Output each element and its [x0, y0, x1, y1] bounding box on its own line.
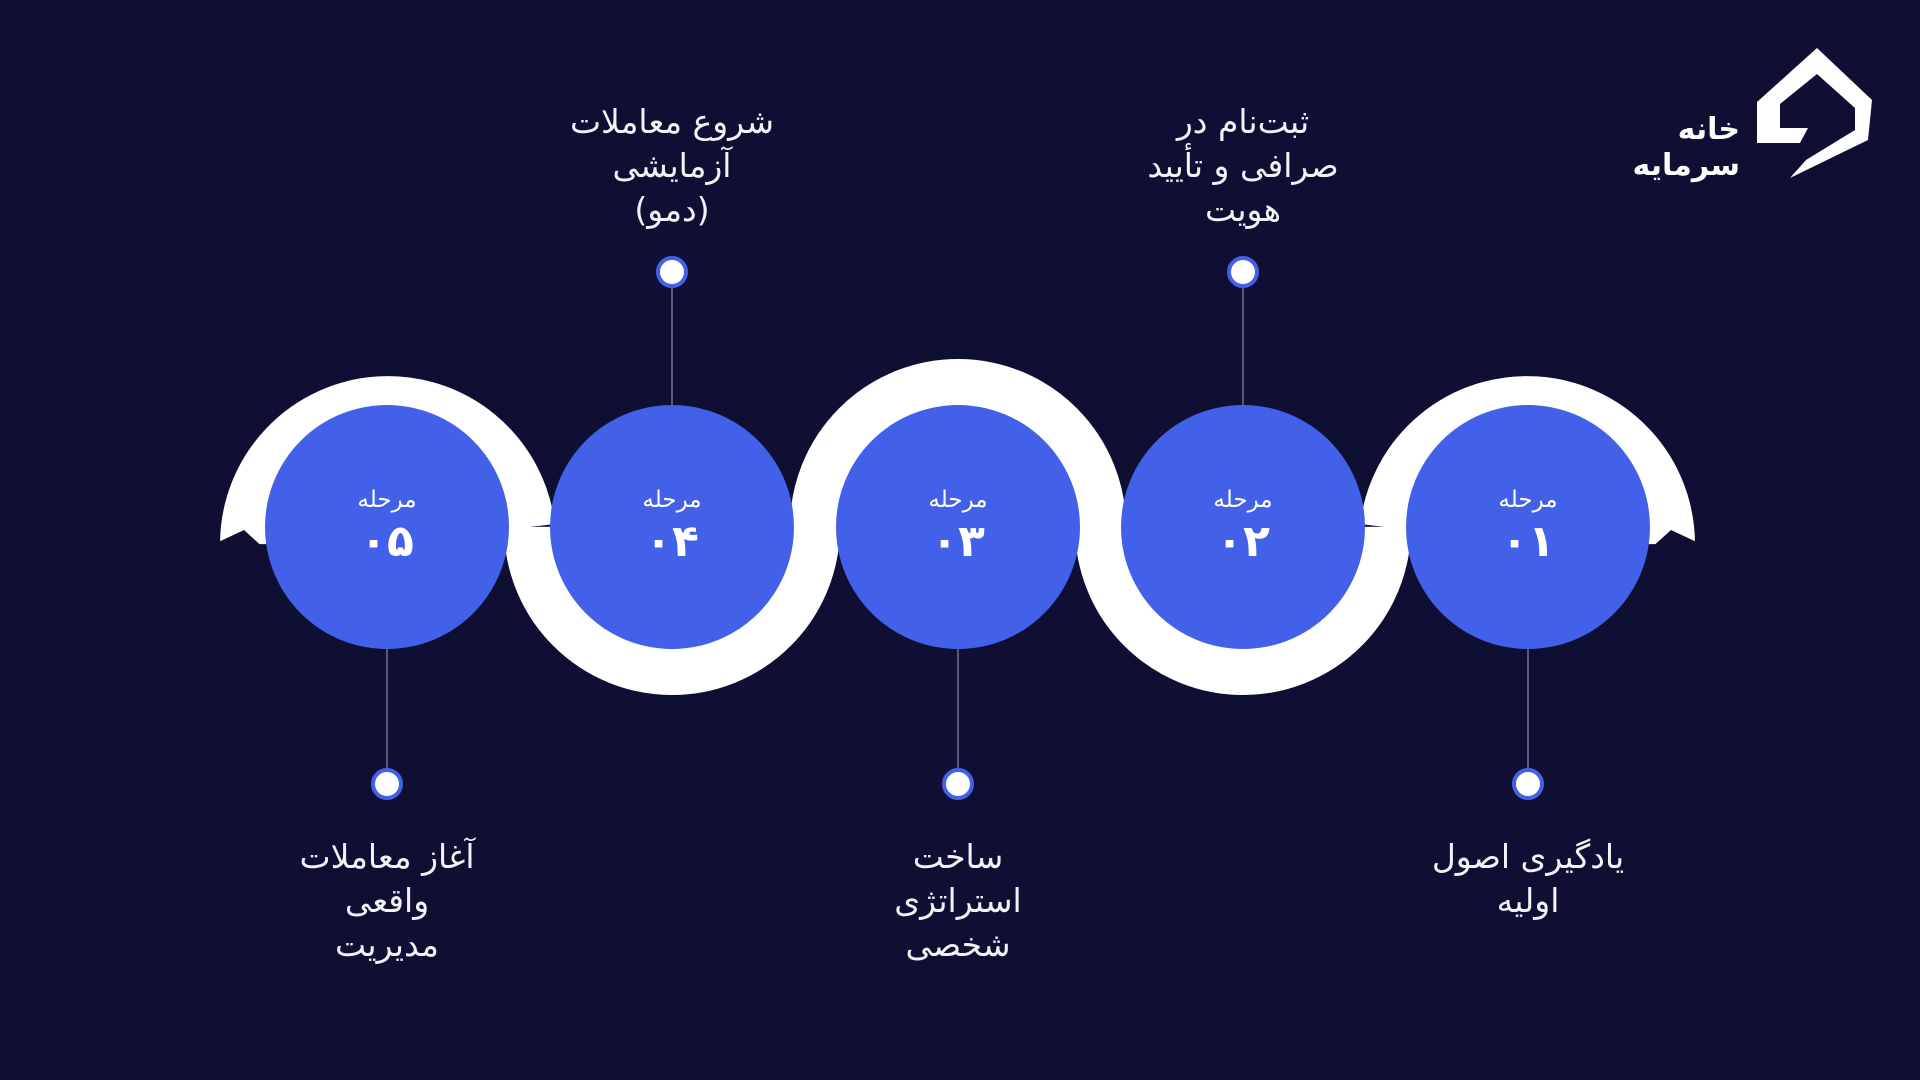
step-label: یادگیری اصول اولیه: [1378, 835, 1678, 923]
step-label-line: آزمایشی: [612, 146, 732, 185]
step-label: ساخت استراتژی شخصی: [808, 835, 1108, 967]
step-label-line: اولیه: [1496, 881, 1560, 920]
step-caption: مرحله: [1213, 487, 1272, 513]
ring-arc: [1075, 526, 1411, 695]
ring-arc: [220, 376, 555, 545]
step-number: ۰۳: [931, 516, 985, 567]
ring-arc: [1360, 376, 1695, 545]
arrow-notch: [1638, 530, 1703, 570]
ring-arc: [790, 359, 1126, 528]
step-number: ۰۵: [360, 516, 414, 567]
step-label-line: ساخت: [912, 837, 1004, 876]
step-label-line: هویت: [1204, 190, 1282, 229]
step-dot: [942, 768, 974, 800]
step-number: ۰۱: [1501, 516, 1555, 567]
step-label-line: واقعی: [344, 881, 430, 920]
step-label: شروع معاملات آزمایشی (دمو): [522, 100, 822, 232]
step-dot: [1512, 768, 1544, 800]
step-label-line: استراتژی: [894, 881, 1022, 920]
step-label: آغاز معاملات واقعی مدیریت: [237, 835, 537, 967]
step-circle: [836, 405, 1080, 649]
ring-arc: [504, 526, 840, 695]
step-label-line: شخصی: [905, 925, 1011, 964]
step-circle: [1121, 405, 1365, 649]
step-dot: [371, 768, 403, 800]
step-caption: مرحله: [357, 487, 416, 513]
step-label-line: صرافی و تأیید: [1147, 146, 1339, 185]
step-label-line: مدیریت: [335, 925, 439, 964]
step-caption: مرحله: [642, 487, 701, 513]
step-label-line: شروع معاملات: [569, 102, 775, 141]
step-number: ۰۲: [1216, 516, 1270, 567]
arrow-notch: [212, 530, 277, 570]
step-circle: [265, 405, 509, 649]
step-label-line: آغاز معاملات: [299, 837, 475, 876]
step-label-line: ثبت‌نام در: [1176, 102, 1310, 141]
step-label: ثبت‌نام در صرافی و تأیید هویت: [1093, 100, 1393, 232]
step-label-line: یادگیری اصول: [1431, 837, 1625, 876]
step-label-line: (دمو): [634, 190, 710, 229]
step-caption: مرحله: [928, 487, 987, 513]
step-caption: مرحله: [1498, 487, 1557, 513]
step-dot: [656, 256, 688, 288]
step-number: ۰۴: [645, 516, 699, 567]
step-circle: [1406, 405, 1650, 649]
step-dot: [1227, 256, 1259, 288]
logo: خانه سرمایه: [1632, 112, 1740, 183]
step-circle: [550, 405, 794, 649]
